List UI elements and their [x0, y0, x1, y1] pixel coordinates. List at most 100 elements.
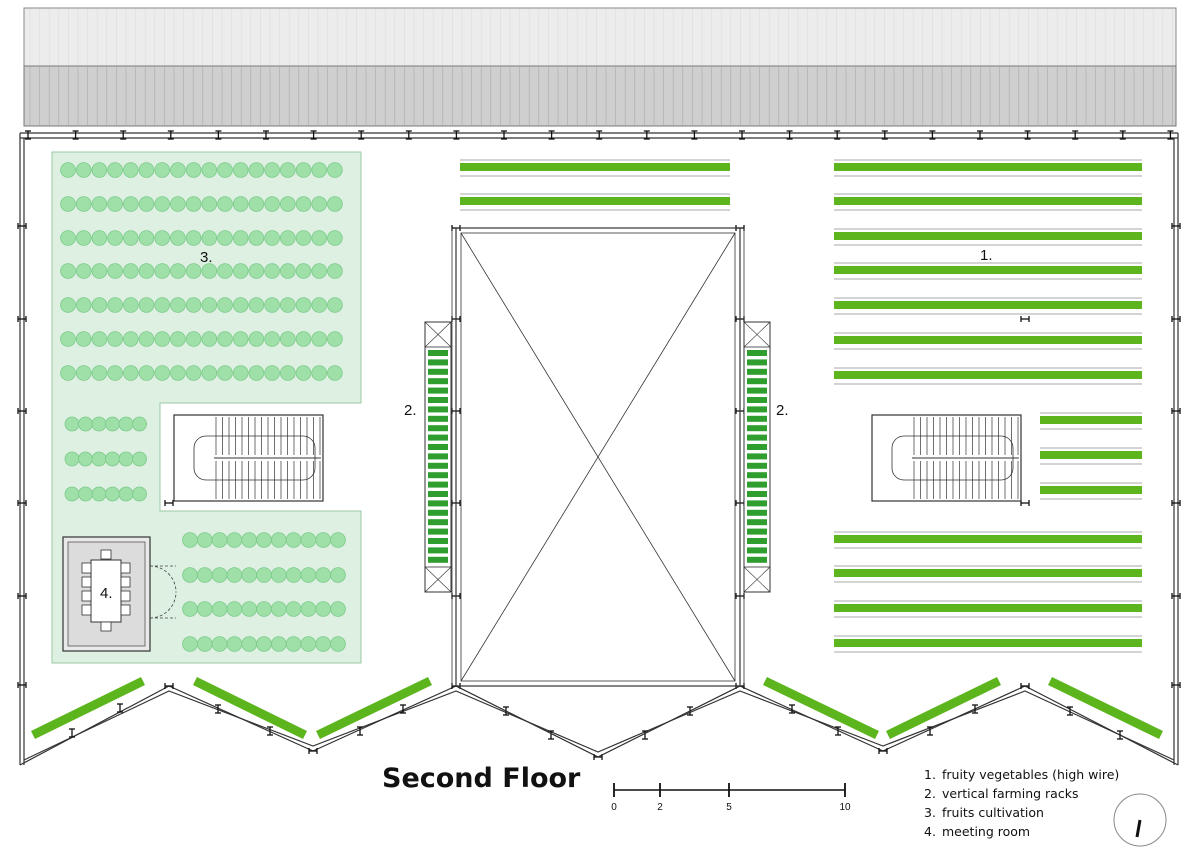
- fruit-plant: [118, 451, 134, 467]
- fruit-plant: [330, 532, 346, 548]
- rack-shelf: [428, 509, 448, 516]
- fruit-plant: [185, 263, 202, 279]
- fruit-plant: [170, 196, 186, 212]
- fruit-plant: [300, 532, 317, 548]
- rack-shelf: [428, 406, 448, 413]
- fruit-plant: [285, 532, 302, 548]
- rack-shelf: [428, 538, 448, 544]
- fruit-plant: [279, 365, 296, 381]
- fruit-plant: [185, 365, 202, 381]
- fruit-plant: [60, 263, 76, 279]
- legend-text: fruits cultivation: [942, 805, 1044, 820]
- fruit-plant: [327, 196, 343, 212]
- fruit-plant: [264, 297, 280, 313]
- fruit-plant: [91, 451, 107, 467]
- fruit-plant: [248, 331, 265, 347]
- fruit-plant: [256, 601, 272, 617]
- fruit-plant: [264, 365, 280, 381]
- fruit-plant: [64, 486, 80, 502]
- fruit-plant: [118, 486, 134, 502]
- rack-shelf: [428, 472, 448, 479]
- fruit-plant: [285, 601, 302, 617]
- fruit-plant: [170, 331, 186, 347]
- rack-shelf: [428, 528, 448, 535]
- fruit-plant: [64, 416, 80, 432]
- fruit-plant: [295, 263, 312, 279]
- vertical-farming-racks: [424, 321, 771, 593]
- fruit-plant: [201, 331, 218, 347]
- fruit-plant: [118, 416, 134, 432]
- fruit-plant: [217, 196, 233, 212]
- rack-shelf: [747, 453, 767, 460]
- fruit-plant: [91, 416, 107, 432]
- fruit-plant: [64, 451, 80, 467]
- fruit-plant: [327, 331, 343, 347]
- fruit-plant: [91, 486, 107, 502]
- chair: [100, 621, 112, 632]
- meeting-room: [62, 536, 177, 652]
- fruit-plant: [217, 331, 233, 347]
- scale-tick-0: 0: [611, 802, 617, 813]
- fruit-plant: [241, 532, 258, 548]
- fruit-plant: [232, 196, 249, 212]
- fruit-plant: [295, 331, 312, 347]
- fruit-plant: [182, 636, 198, 652]
- fruit-plant: [154, 162, 171, 178]
- fruit-plant: [75, 196, 92, 212]
- fruit-plant: [60, 365, 76, 381]
- fruit-plant: [201, 230, 218, 246]
- fruit-plant: [232, 162, 249, 178]
- fruit-plant: [300, 636, 317, 652]
- fruit-plant: [295, 162, 312, 178]
- fruit-plant: [182, 567, 198, 583]
- fruit-plant: [241, 567, 258, 583]
- fruit-plant: [211, 601, 228, 617]
- fruit-plant: [211, 532, 228, 548]
- fruit-plant: [123, 365, 139, 381]
- fruit-plant: [315, 532, 332, 548]
- chair: [81, 576, 92, 588]
- fruit-plant: [75, 331, 92, 347]
- fruit-plant: [248, 230, 265, 246]
- fruit-plant: [201, 297, 218, 313]
- fruit-plant: [201, 196, 218, 212]
- fruit-plant: [300, 601, 317, 617]
- rack-shelf: [747, 425, 767, 432]
- fruit-plant: [105, 486, 120, 502]
- fruit-plant: [311, 162, 328, 178]
- rack-shelf: [428, 547, 448, 554]
- fruit-plant: [107, 263, 123, 279]
- fruit-plant: [232, 230, 249, 246]
- fruit-plant: [226, 532, 243, 548]
- fruit-plant: [232, 331, 249, 347]
- fruit-plant: [75, 297, 92, 313]
- fruit-plant: [295, 297, 312, 313]
- rack-shelf: [747, 538, 767, 544]
- scale-tick-5: 5: [726, 802, 732, 813]
- crop-row: [460, 159, 730, 177]
- rack-shelf: [428, 491, 448, 497]
- rack-shelf: [747, 528, 767, 535]
- rack-shelf: [428, 434, 448, 441]
- crop-row: [460, 193, 730, 211]
- fruit-plant: [154, 365, 171, 381]
- fruit-plant: [279, 162, 296, 178]
- fruit-plant: [170, 297, 186, 313]
- fruit-plant: [105, 416, 120, 432]
- rack-shelf: [747, 509, 767, 516]
- fruit-plant: [279, 297, 296, 313]
- fruit-plant: [330, 601, 346, 617]
- rack-shelf: [747, 444, 767, 450]
- rack-shelf: [747, 397, 767, 403]
- rack-shelf: [428, 462, 448, 469]
- rack-shelf: [747, 378, 767, 385]
- fruit-plant: [132, 486, 147, 502]
- fruit-plant: [217, 263, 233, 279]
- fruit-plant: [123, 196, 139, 212]
- fruit-plant: [91, 196, 108, 212]
- facade-planter: [1048, 676, 1163, 740]
- rack-shelf: [747, 491, 767, 497]
- facade-planter: [316, 676, 432, 740]
- fruit-plant: [185, 196, 202, 212]
- fruit-plant: [315, 636, 332, 652]
